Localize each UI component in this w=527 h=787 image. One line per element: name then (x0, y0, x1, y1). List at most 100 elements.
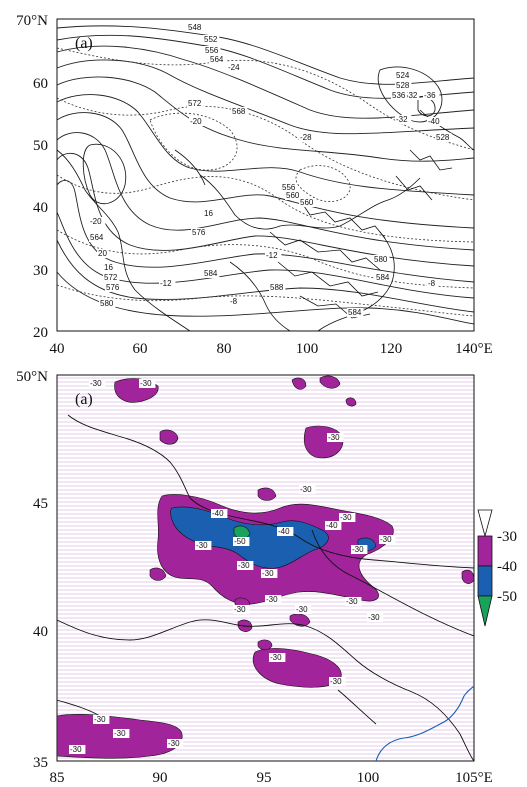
contour-label-bg (229, 297, 241, 306)
top-panel-label: (a) (75, 35, 93, 52)
contour-label-bg (265, 595, 282, 604)
contour-label-bg (379, 535, 396, 544)
contour-label: -30 (340, 513, 352, 522)
contour-label-bg (435, 133, 452, 142)
contour-label-bg (327, 433, 344, 442)
contour-label-bg (395, 81, 412, 90)
top-x-tick-120: 120 (380, 341, 403, 357)
colorbar-bottom-arrow (477, 595, 493, 627)
contour-label: 560 (286, 191, 300, 200)
contour-label: -30 (328, 433, 340, 442)
bottom-x-tick-100: 100 (357, 770, 380, 786)
contour-label-bg (211, 509, 228, 518)
contour-label: -40 (326, 521, 338, 530)
colorbar: -30 -40 -50 (477, 509, 517, 627)
contour-label-bg (89, 233, 106, 242)
contour-label: -30 (352, 545, 364, 554)
contour-label: 584 (376, 273, 390, 282)
contour-label-bg (237, 561, 254, 570)
bottom-contour-labels: -30-30-30-40-30-30-50-40-30-40-30-30-30-… (69, 379, 396, 754)
contour-label: -30 (196, 541, 208, 550)
contour-label: -12 (266, 251, 278, 260)
contour-label-bg (351, 545, 368, 554)
top-y-tick-30: 30 (33, 263, 48, 279)
top-y-tick-70: 70°N (16, 13, 48, 29)
contour-label-bg (339, 513, 356, 522)
contour-label-bg (373, 255, 390, 264)
contour-label-bg (191, 228, 208, 237)
contour-label-bg (281, 183, 298, 192)
contour-label-bg (375, 273, 392, 282)
contour-label-bg (329, 677, 346, 686)
top-x-tick-80: 80 (217, 341, 232, 357)
contour-label-bg (423, 91, 440, 100)
contour-label: -30 (266, 595, 278, 604)
colorbar-label-30: -30 (497, 529, 517, 545)
contour-label-bg (231, 107, 248, 116)
contour-label: 560 (300, 198, 314, 207)
contour-label: 556 (282, 183, 296, 192)
contour-label: -8 (428, 279, 436, 288)
contour-label-bg (403, 91, 420, 100)
contour-label: -50 (234, 537, 246, 546)
contour-label: -30 (140, 379, 152, 388)
contour-label-bg (395, 71, 412, 80)
top-y-tick-50: 50 (33, 138, 48, 154)
bottom-river (375, 685, 475, 762)
contour-label-bg (265, 251, 282, 260)
colorbar-top-arrow (477, 509, 493, 538)
contour-label: 568 (232, 107, 246, 116)
contour-label-bg (103, 263, 115, 272)
contour-label: 572 (104, 273, 118, 282)
contour-label: 584 (348, 308, 362, 317)
contour-label-bg (159, 279, 176, 288)
bottom-x-ticks: 85 90 95 100 105°E (50, 770, 493, 786)
contour-label: -30 (114, 729, 126, 738)
bottom-map: 50°N 45 40 35 85 90 95 100 105°E (a) -30… (16, 369, 493, 786)
contour-label: -30 (262, 569, 274, 578)
bottom-shade-green (233, 525, 251, 539)
bottom-x-tick-85: 85 (50, 770, 65, 786)
contour-label-bg (325, 521, 342, 530)
contour-label-bg (299, 133, 316, 142)
contour-label: 548 (188, 23, 202, 32)
contour-label-bg (299, 198, 316, 207)
top-y-tick-40: 40 (33, 200, 48, 216)
bottom-x-tick-90: 90 (153, 770, 168, 786)
contour-label: 536 (392, 91, 406, 100)
contour-label-bg (139, 379, 156, 388)
contour-label: -30 (368, 613, 380, 622)
contour-label-bg (269, 283, 286, 292)
contour-label: -40 (428, 117, 440, 126)
bottom-x-tick-95: 95 (257, 770, 272, 786)
bottom-x-tick-105: 105°E (455, 770, 493, 786)
contour-label-bg (204, 46, 221, 55)
contour-label: -30 (270, 653, 282, 662)
contour-label: -20 (190, 117, 202, 126)
colorbar-blue (477, 565, 493, 597)
contour-label: 580 (374, 255, 388, 264)
contour-label: 532 (404, 91, 418, 100)
contour-label-bg (89, 379, 106, 388)
contour-label: 552 (204, 35, 218, 44)
contour-label-bg (189, 117, 206, 126)
contour-label: -30 (330, 677, 342, 686)
top-x-ticks: 40 60 80 100 120 140°E (50, 341, 493, 357)
top-y-ticks: 70°N 60 50 40 30 20 (16, 13, 48, 341)
contour-label: 564 (90, 233, 104, 242)
bottom-y-tick-40: 40 (33, 624, 48, 640)
contour-label: 528 (396, 81, 410, 90)
contour-label: 572 (188, 99, 202, 108)
contour-label-bg (209, 55, 226, 64)
contour-label-bg (367, 613, 384, 622)
contour-label-bg (203, 35, 220, 44)
contour-label: -30 (346, 597, 358, 606)
contour-label-bg (97, 249, 109, 258)
top-temperature-contours (56, 47, 475, 317)
contour-label: -30 (94, 715, 106, 724)
contour-label-bg (195, 541, 212, 550)
contour-label: 524 (396, 71, 410, 80)
contour-label: -12 (160, 279, 172, 288)
top-map: 70°N 60 50 40 30 20 40 60 80 100 120 140… (16, 13, 493, 357)
